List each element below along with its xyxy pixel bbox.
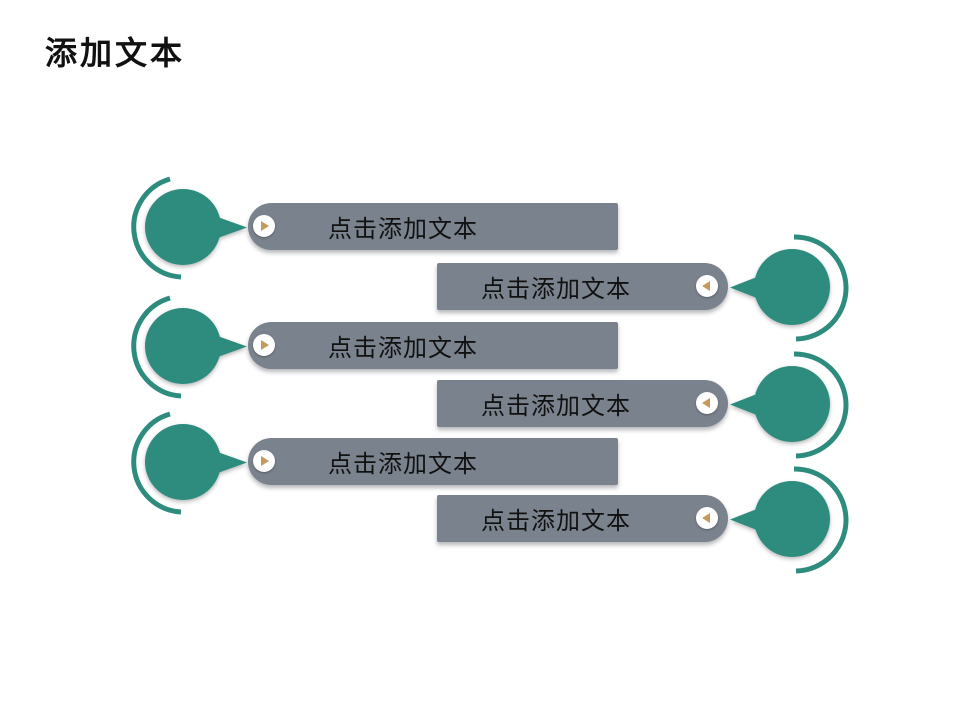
bullet-dot	[253, 215, 275, 237]
bullet-dot	[253, 450, 275, 472]
bubble-circle	[754, 249, 830, 325]
play-triangle-left-icon	[702, 281, 710, 291]
ring-arc	[793, 466, 849, 574]
text-placeholder-bar[interactable]: 点击添加文本	[248, 322, 618, 369]
ring-arc	[131, 176, 182, 280]
bullet-dot	[253, 334, 275, 356]
text-placeholder-bar[interactable]: 点击添加文本	[437, 263, 728, 310]
play-triangle-right-icon	[261, 456, 269, 466]
play-triangle-right-icon	[261, 221, 269, 231]
bar-label: 点击添加文本	[328, 216, 478, 243]
speech-bubble-graphic	[131, 176, 247, 280]
bubble-tail	[730, 507, 762, 532]
text-placeholder-bar[interactable]: 点击添加文本	[248, 203, 618, 250]
bar-label: 点击添加文本	[328, 451, 478, 478]
bubble-tail	[730, 275, 762, 300]
ring-arc	[131, 411, 182, 515]
page-title: 添加文本	[45, 35, 186, 71]
bar-label: 点击添加文本	[328, 335, 478, 362]
bubble-circle	[754, 366, 830, 442]
speech-bubble-graphic	[131, 295, 247, 399]
bubble-circle	[754, 481, 830, 557]
ring-arc	[793, 234, 849, 342]
bar-label: 点击添加文本	[481, 393, 631, 420]
play-triangle-left-icon	[702, 398, 710, 408]
bubble-circle	[145, 424, 221, 500]
text-placeholder-bar[interactable]: 点击添加文本	[437, 380, 728, 427]
bullet-dot	[696, 507, 718, 529]
bar-label: 点击添加文本	[481, 508, 631, 535]
ring-arc	[131, 295, 182, 399]
bullet-dot	[696, 392, 718, 414]
play-triangle-left-icon	[702, 513, 710, 523]
bubble-tail	[212, 215, 247, 240]
bullet-dot	[696, 275, 718, 297]
bubble-circle	[145, 189, 221, 265]
speech-bubble-graphic	[730, 466, 849, 574]
speech-bubble-graphic	[730, 351, 849, 459]
speech-bubble-graphic	[730, 234, 849, 342]
text-placeholder-bar[interactable]: 点击添加文本	[437, 495, 728, 542]
bar-label: 点击添加文本	[481, 276, 631, 303]
bubble-tail	[212, 450, 247, 475]
bubble-tail	[212, 334, 247, 359]
text-placeholder-bar[interactable]: 点击添加文本	[248, 438, 618, 485]
play-triangle-right-icon	[261, 340, 269, 350]
speech-bubble-graphic	[131, 411, 247, 515]
bubble-tail	[730, 392, 762, 417]
ring-arc	[793, 351, 849, 459]
bubble-circle	[145, 308, 221, 384]
